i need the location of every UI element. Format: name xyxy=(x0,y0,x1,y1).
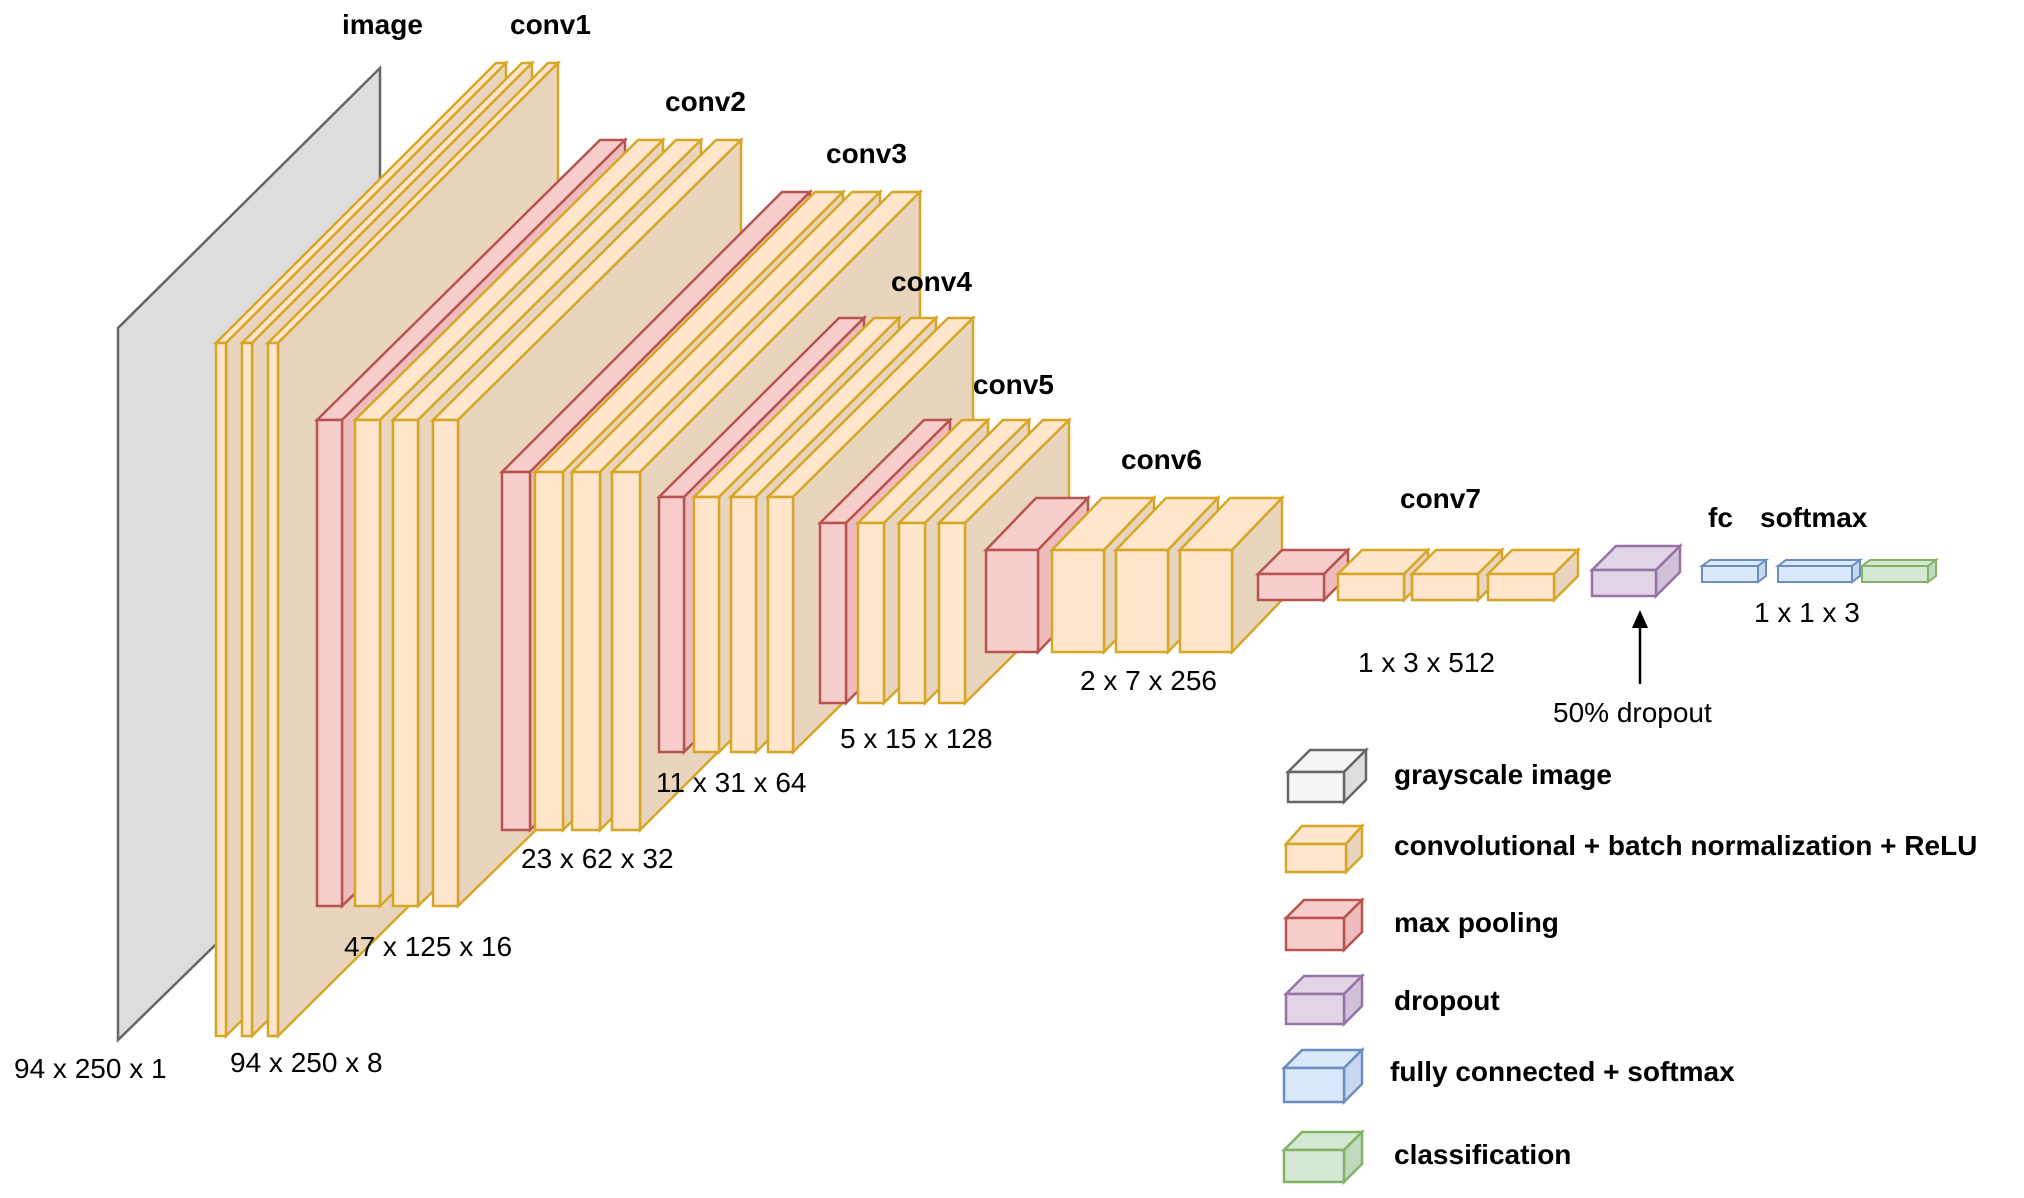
legend-swatch-pool xyxy=(1282,896,1366,954)
dim-label-output: 1 x 1 x 3 xyxy=(1754,597,1860,628)
dim-label-conv7: 1 x 3 x 512 xyxy=(1358,647,1495,678)
legend-label-conv: convolutional + batch normalization + Re… xyxy=(1394,830,1977,861)
stage-title-conv5: conv5 xyxy=(973,369,1054,400)
stage-title-fc: fc xyxy=(1708,502,1733,533)
legend-swatch-classification xyxy=(1280,1128,1366,1186)
stage-title-conv2: conv2 xyxy=(665,86,746,117)
legend-label-pool: max pooling xyxy=(1394,907,1559,938)
legend-label-dropout: dropout xyxy=(1394,985,1500,1016)
fc-layer xyxy=(1699,558,1769,584)
softmax-layer xyxy=(1775,558,1863,584)
stage-title-conv1: conv1 xyxy=(510,9,591,40)
legend-label-classification: classification xyxy=(1394,1139,1571,1170)
legend-item-fc: fully connected + softmax xyxy=(1280,1046,1735,1106)
dim-label-conv2: 47 x 125 x 16 xyxy=(344,931,512,962)
conv6-block xyxy=(983,494,1285,656)
dim-label-conv4: 11 x 31 x 64 xyxy=(656,767,806,798)
stage-title-conv6: conv6 xyxy=(1121,444,1202,475)
legend-swatch-grayscale xyxy=(1284,746,1370,806)
legend-swatch-fc xyxy=(1280,1046,1366,1106)
legend-item-dropout: dropout xyxy=(1282,972,1500,1028)
stage-title-image: image xyxy=(342,9,423,40)
legend-swatch-conv xyxy=(1283,822,1365,876)
stage-title-conv4: conv4 xyxy=(891,266,972,297)
conv7-pool-layer xyxy=(1254,546,1352,604)
conv7-block xyxy=(1254,546,1582,604)
dim-label-conv6: 2 x 7 x 256 xyxy=(1080,665,1217,696)
dropout-arrow xyxy=(1632,610,1648,684)
dropout-note: 50% dropout xyxy=(1553,697,1712,728)
legend-label-grayscale: grayscale image xyxy=(1394,759,1612,790)
legend: grayscale image convolutional + batch no… xyxy=(1280,746,1977,1186)
dim-label-conv3: 23 x 62 x 32 xyxy=(521,843,674,874)
classification-layer xyxy=(1859,558,1939,584)
dim-label-input: 94 x 250 x 1 xyxy=(14,1053,167,1084)
legend-label-fc: fully connected + softmax xyxy=(1390,1056,1735,1087)
conv7-layer xyxy=(1408,546,1506,604)
stage-title-conv7: conv7 xyxy=(1400,483,1481,514)
conv7-layer xyxy=(1334,546,1432,604)
dropout-layer xyxy=(1588,542,1684,600)
legend-item-grayscale: grayscale image xyxy=(1284,746,1612,806)
legend-item-pool: max pooling xyxy=(1282,896,1559,954)
stage-title-conv3: conv3 xyxy=(826,138,907,169)
dim-label-conv1: 94 x 250 x 8 xyxy=(230,1047,383,1078)
conv7-layer xyxy=(1484,546,1582,604)
dim-label-conv5: 5 x 15 x 128 xyxy=(840,723,993,754)
legend-item-classification: classification xyxy=(1280,1128,1571,1186)
legend-item-conv: convolutional + batch normalization + Re… xyxy=(1283,822,1977,876)
legend-swatch-dropout xyxy=(1282,972,1366,1028)
stage-title-softmax: softmax xyxy=(1760,502,1868,533)
